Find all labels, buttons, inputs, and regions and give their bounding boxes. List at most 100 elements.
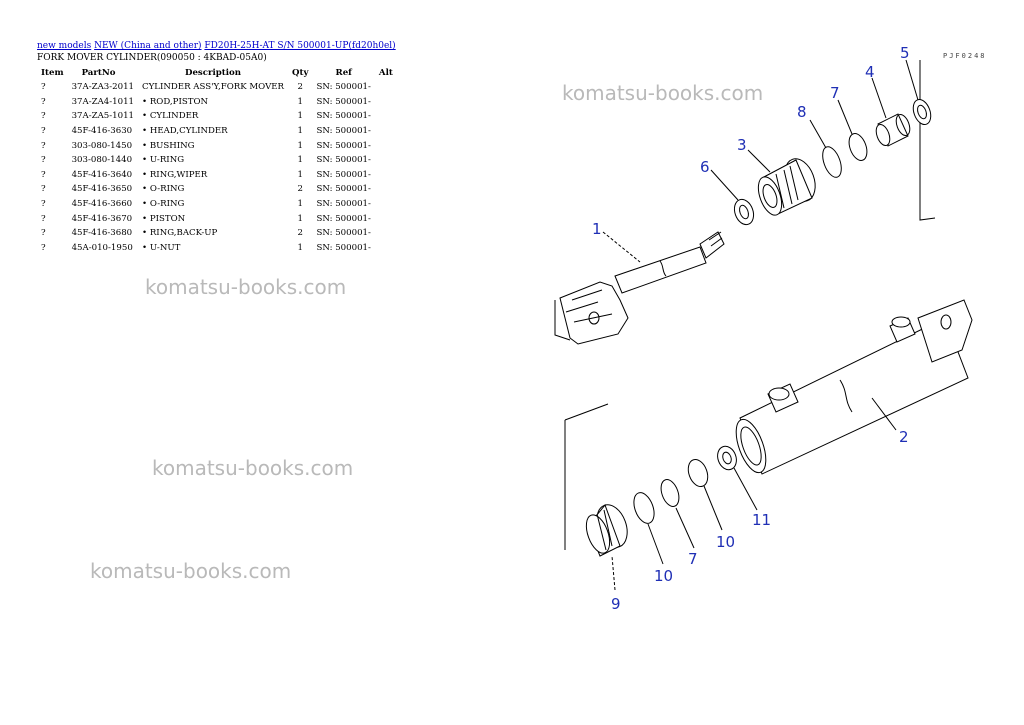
cell-description: • O-RING — [142, 184, 185, 195]
cell-alt — [375, 197, 397, 212]
cell-ref: SN: 500001- — [316, 169, 371, 180]
cell-qty: 1 — [297, 213, 303, 224]
breadcrumb-link-region[interactable]: NEW (China and other) — [94, 41, 202, 51]
cell-item: ? — [41, 126, 46, 137]
cell-ref: SN: 500001- — [316, 111, 371, 122]
watermark: komatsu-books.com — [152, 456, 354, 480]
cylinder-tube-part — [735, 299, 973, 475]
o-ring-part — [660, 479, 680, 507]
cell-qty: 1 — [297, 111, 303, 122]
cell-qty: 1 — [297, 126, 303, 137]
callout-5: 5 — [900, 44, 910, 62]
cell-qty: 1 — [297, 96, 303, 107]
wiper-ring-part — [912, 98, 932, 126]
table-row: ? 45F-416-3680 • RING,BACK-UP 2 SN: 500001- — [37, 226, 397, 241]
cell-alt — [375, 109, 397, 124]
watermark: komatsu-books.com — [562, 81, 764, 105]
cell-partno: 45F-416-3660 — [71, 199, 133, 210]
table-row: ? 303-080-1440 • U-RING 1 SN: 500001- — [37, 153, 397, 168]
cell-item: ? — [41, 199, 46, 210]
cell-description: • O-RING — [142, 199, 185, 210]
cell-qty: 2 — [297, 82, 303, 93]
cell-ref: SN: 500001- — [316, 184, 371, 195]
watermark: komatsu-books.com — [90, 559, 292, 583]
u-ring-part — [733, 198, 755, 226]
cell-qty: 1 — [297, 169, 303, 180]
callout-2: 2 — [899, 428, 909, 446]
exploded-parts-diagram: PJF0248 — [554, 44, 987, 613]
cell-partno: 45A-010-1950 — [71, 242, 133, 253]
cell-ref: SN: 500001- — [316, 140, 371, 151]
cell-item: ? — [41, 155, 46, 166]
cell-item: ? — [41, 111, 46, 122]
cell-description: • RING,WIPER — [142, 169, 208, 180]
cell-qty: 2 — [297, 184, 303, 195]
cell-partno: 303-080-1450 — [71, 140, 133, 151]
cell-qty: 1 — [297, 140, 303, 151]
back-up-ring-part — [633, 492, 655, 524]
table-row: ? 45F-416-3630 • HEAD,CYLINDER 1 SN: 500001- — [37, 124, 397, 139]
cell-item: ? — [41, 228, 46, 239]
callout-7: 7 — [830, 84, 840, 102]
callout-1: 1 — [592, 220, 602, 238]
breadcrumb-link-new-models[interactable]: new models — [37, 41, 92, 51]
cell-qty: 2 — [297, 228, 303, 239]
cell-partno: 37A-ZA4-1011 — [71, 96, 135, 107]
callout-8: 8 — [797, 103, 807, 121]
cell-qty: 1 — [297, 242, 303, 253]
cell-alt — [375, 226, 397, 241]
cell-description: • U-RING — [142, 155, 185, 166]
table-header-row: Item PartNo Description Qty Ref Alt — [37, 66, 397, 80]
callout-9: 9 — [611, 595, 621, 613]
watermark: komatsu-books.com — [145, 275, 347, 299]
cell-partno: 37A-ZA3-2011 — [71, 82, 135, 93]
cylinder-head-part — [757, 158, 816, 216]
callout-3: 3 — [737, 136, 747, 154]
cell-description: • RING,BACK-UP — [142, 228, 218, 239]
cell-partno: 45F-416-3650 — [71, 184, 133, 195]
cell-alt — [375, 95, 397, 110]
cell-description: CYLINDER ASS'Y,FORK MOVER — [142, 82, 285, 93]
cell-partno: 45F-416-3630 — [71, 126, 133, 137]
cell-partno: 45F-416-3640 — [71, 169, 133, 180]
parts-table: Item PartNo Description Qty Ref Alt ? 37A… — [37, 66, 397, 255]
cell-qty: 1 — [297, 155, 303, 166]
cell-partno: 303-080-1440 — [71, 155, 133, 166]
breadcrumb-link-model[interactable]: FD20H-25H-AT S/N 500001-UP(fd20h0el) — [204, 41, 396, 51]
cell-description: • U-NUT — [142, 242, 181, 253]
cell-ref: SN: 500001- — [316, 126, 371, 137]
column-header-partno: PartNo — [81, 68, 116, 78]
cell-alt — [375, 124, 397, 139]
column-header-alt: Alt — [378, 68, 393, 78]
callout-6: 6 — [700, 158, 710, 176]
cell-alt — [375, 153, 397, 168]
callout-10: 10 — [654, 567, 673, 585]
back-up-ring-part — [687, 458, 709, 488]
breadcrumb: new models NEW (China and other) FD20H-2… — [37, 40, 396, 52]
cell-alt — [375, 241, 397, 256]
bushing-part — [875, 113, 911, 147]
cell-description: • BUSHING — [142, 140, 195, 151]
piston-part — [585, 503, 628, 557]
table-row: ? 303-080-1450 • BUSHING 1 SN: 500001- — [37, 138, 397, 153]
cell-partno: 45F-416-3670 — [71, 213, 133, 224]
cell-alt — [375, 168, 397, 183]
o-ring-part — [848, 133, 868, 161]
cell-alt — [375, 138, 397, 153]
cell-item: ? — [41, 140, 46, 151]
cell-partno: 37A-ZA5-1011 — [71, 111, 135, 122]
cell-alt — [375, 211, 397, 226]
drawing-code: PJF0248 — [943, 52, 987, 60]
cell-ref: SN: 500001- — [316, 155, 371, 166]
cell-ref: SN: 500001- — [316, 82, 371, 93]
cell-ref: SN: 500001- — [316, 228, 371, 239]
column-header-item: Item — [41, 68, 64, 78]
cell-partno: 45F-416-3680 — [71, 228, 133, 239]
cell-item: ? — [41, 184, 46, 195]
cell-description: • HEAD,CYLINDER — [142, 126, 228, 137]
